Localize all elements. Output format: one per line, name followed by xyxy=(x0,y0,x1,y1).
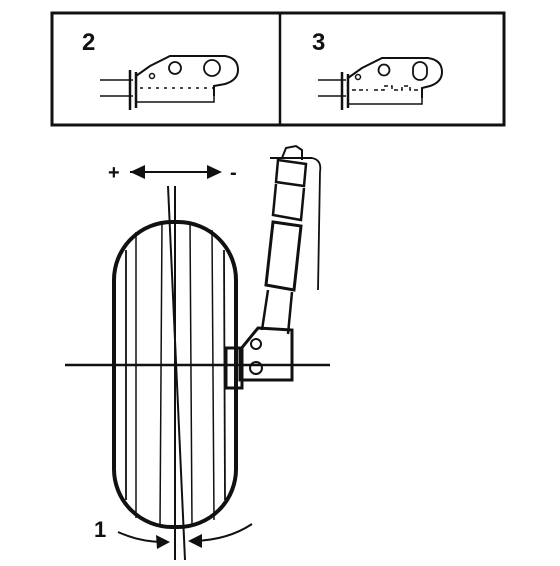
detail-panel-2: 2 xyxy=(82,29,240,110)
panel-2-bracket-drawing xyxy=(100,55,240,110)
panel-3-bracket-drawing xyxy=(318,57,444,110)
camber-angle-callout: 1 xyxy=(94,517,106,542)
detail-panel-3: 3 xyxy=(312,29,444,110)
plus-sign: + xyxy=(108,162,120,184)
suspension-strut xyxy=(224,144,322,390)
camber-angle-arrows xyxy=(117,523,253,549)
minus-sign: - xyxy=(230,162,237,184)
wheel-centerline xyxy=(167,185,186,561)
adjustment-direction-arrow: + - xyxy=(108,162,237,184)
panel-3-label: 3 xyxy=(312,29,325,56)
detail-inset-box xyxy=(50,11,506,127)
panel-2-label: 2 xyxy=(82,29,95,56)
